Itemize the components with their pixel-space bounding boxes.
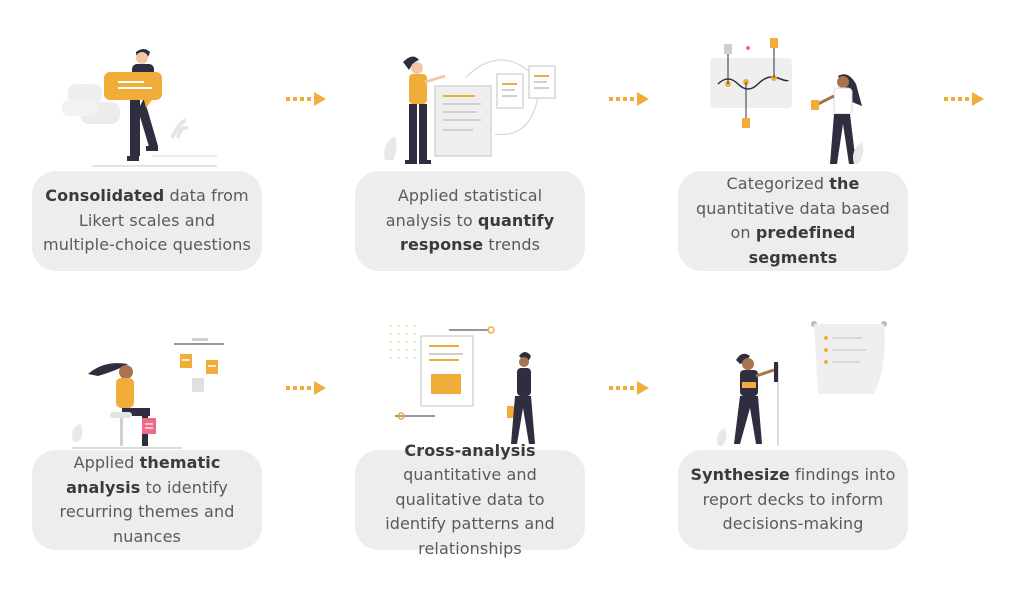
step-text-run: quantitative data based on <box>696 198 890 243</box>
step-text-synthesize: Synthesize findings into report decks to… <box>688 463 898 537</box>
step-text-run: data from Likert scales and multiple-cho… <box>43 186 251 255</box>
step-text-run: findings into report decks to inform dec… <box>702 465 896 534</box>
step-text-run: to identify recurring themes and nuances <box>59 477 235 546</box>
step-text-run: trends <box>483 235 541 255</box>
thematic-illustration <box>72 338 224 449</box>
synthesize-illustration <box>716 321 887 446</box>
statistical-illustration <box>384 56 556 164</box>
step-text-bold: the <box>829 174 860 193</box>
cross-analysis-illustration <box>390 325 535 444</box>
arrow-right-icon <box>609 92 649 106</box>
step-card-consolidate: Consolidated data from Likert scales and… <box>32 171 262 271</box>
step-card-statistical: Applied statistical analysis to quantify… <box>355 171 585 271</box>
arrow-right-icon <box>286 92 326 106</box>
step-text-bold: Consolidated <box>45 186 165 206</box>
consolidate-illustration <box>62 49 217 167</box>
arrow-right-icon <box>609 381 649 395</box>
step-card-thematic: Applied thematic analysis to identify re… <box>32 450 262 550</box>
step-card-categorize: Categorized the quantitative data based … <box>678 171 908 271</box>
step-text-run: Categorized <box>726 174 830 193</box>
step-card-cross-analysis: Cross-analysis quantitative and qualitat… <box>355 441 585 558</box>
step-text-run: Applied <box>73 453 140 472</box>
step-text-statistical: Applied statistical analysis to quantify… <box>365 184 575 258</box>
step-text-consolidate: Consolidated data from Likert scales and… <box>42 184 252 258</box>
step-text-thematic: Applied thematic analysis to identify re… <box>42 451 252 549</box>
categorize-illustration <box>710 38 864 164</box>
arrow-right-icon <box>286 381 326 395</box>
arrow-right-icon <box>944 92 984 106</box>
step-text-categorize: Categorized the quantitative data based … <box>688 172 898 270</box>
step-text-run: Applied statistical analysis to <box>385 186 543 230</box>
step-text-bold: Synthesize <box>690 465 790 485</box>
step-text-bold: quantify response <box>399 210 555 255</box>
step-text-bold: thematic analysis <box>66 453 221 497</box>
step-card-synthesize: Synthesize findings into report decks to… <box>678 450 908 550</box>
step-text-bold: predefined segments <box>748 223 856 267</box>
step-text-run: quantitative and qualitative data to ide… <box>385 465 555 558</box>
step-text-bold: Cross-analysis <box>404 440 536 460</box>
step-text-cross-analysis: Cross-analysis quantitative and qualitat… <box>365 439 575 562</box>
